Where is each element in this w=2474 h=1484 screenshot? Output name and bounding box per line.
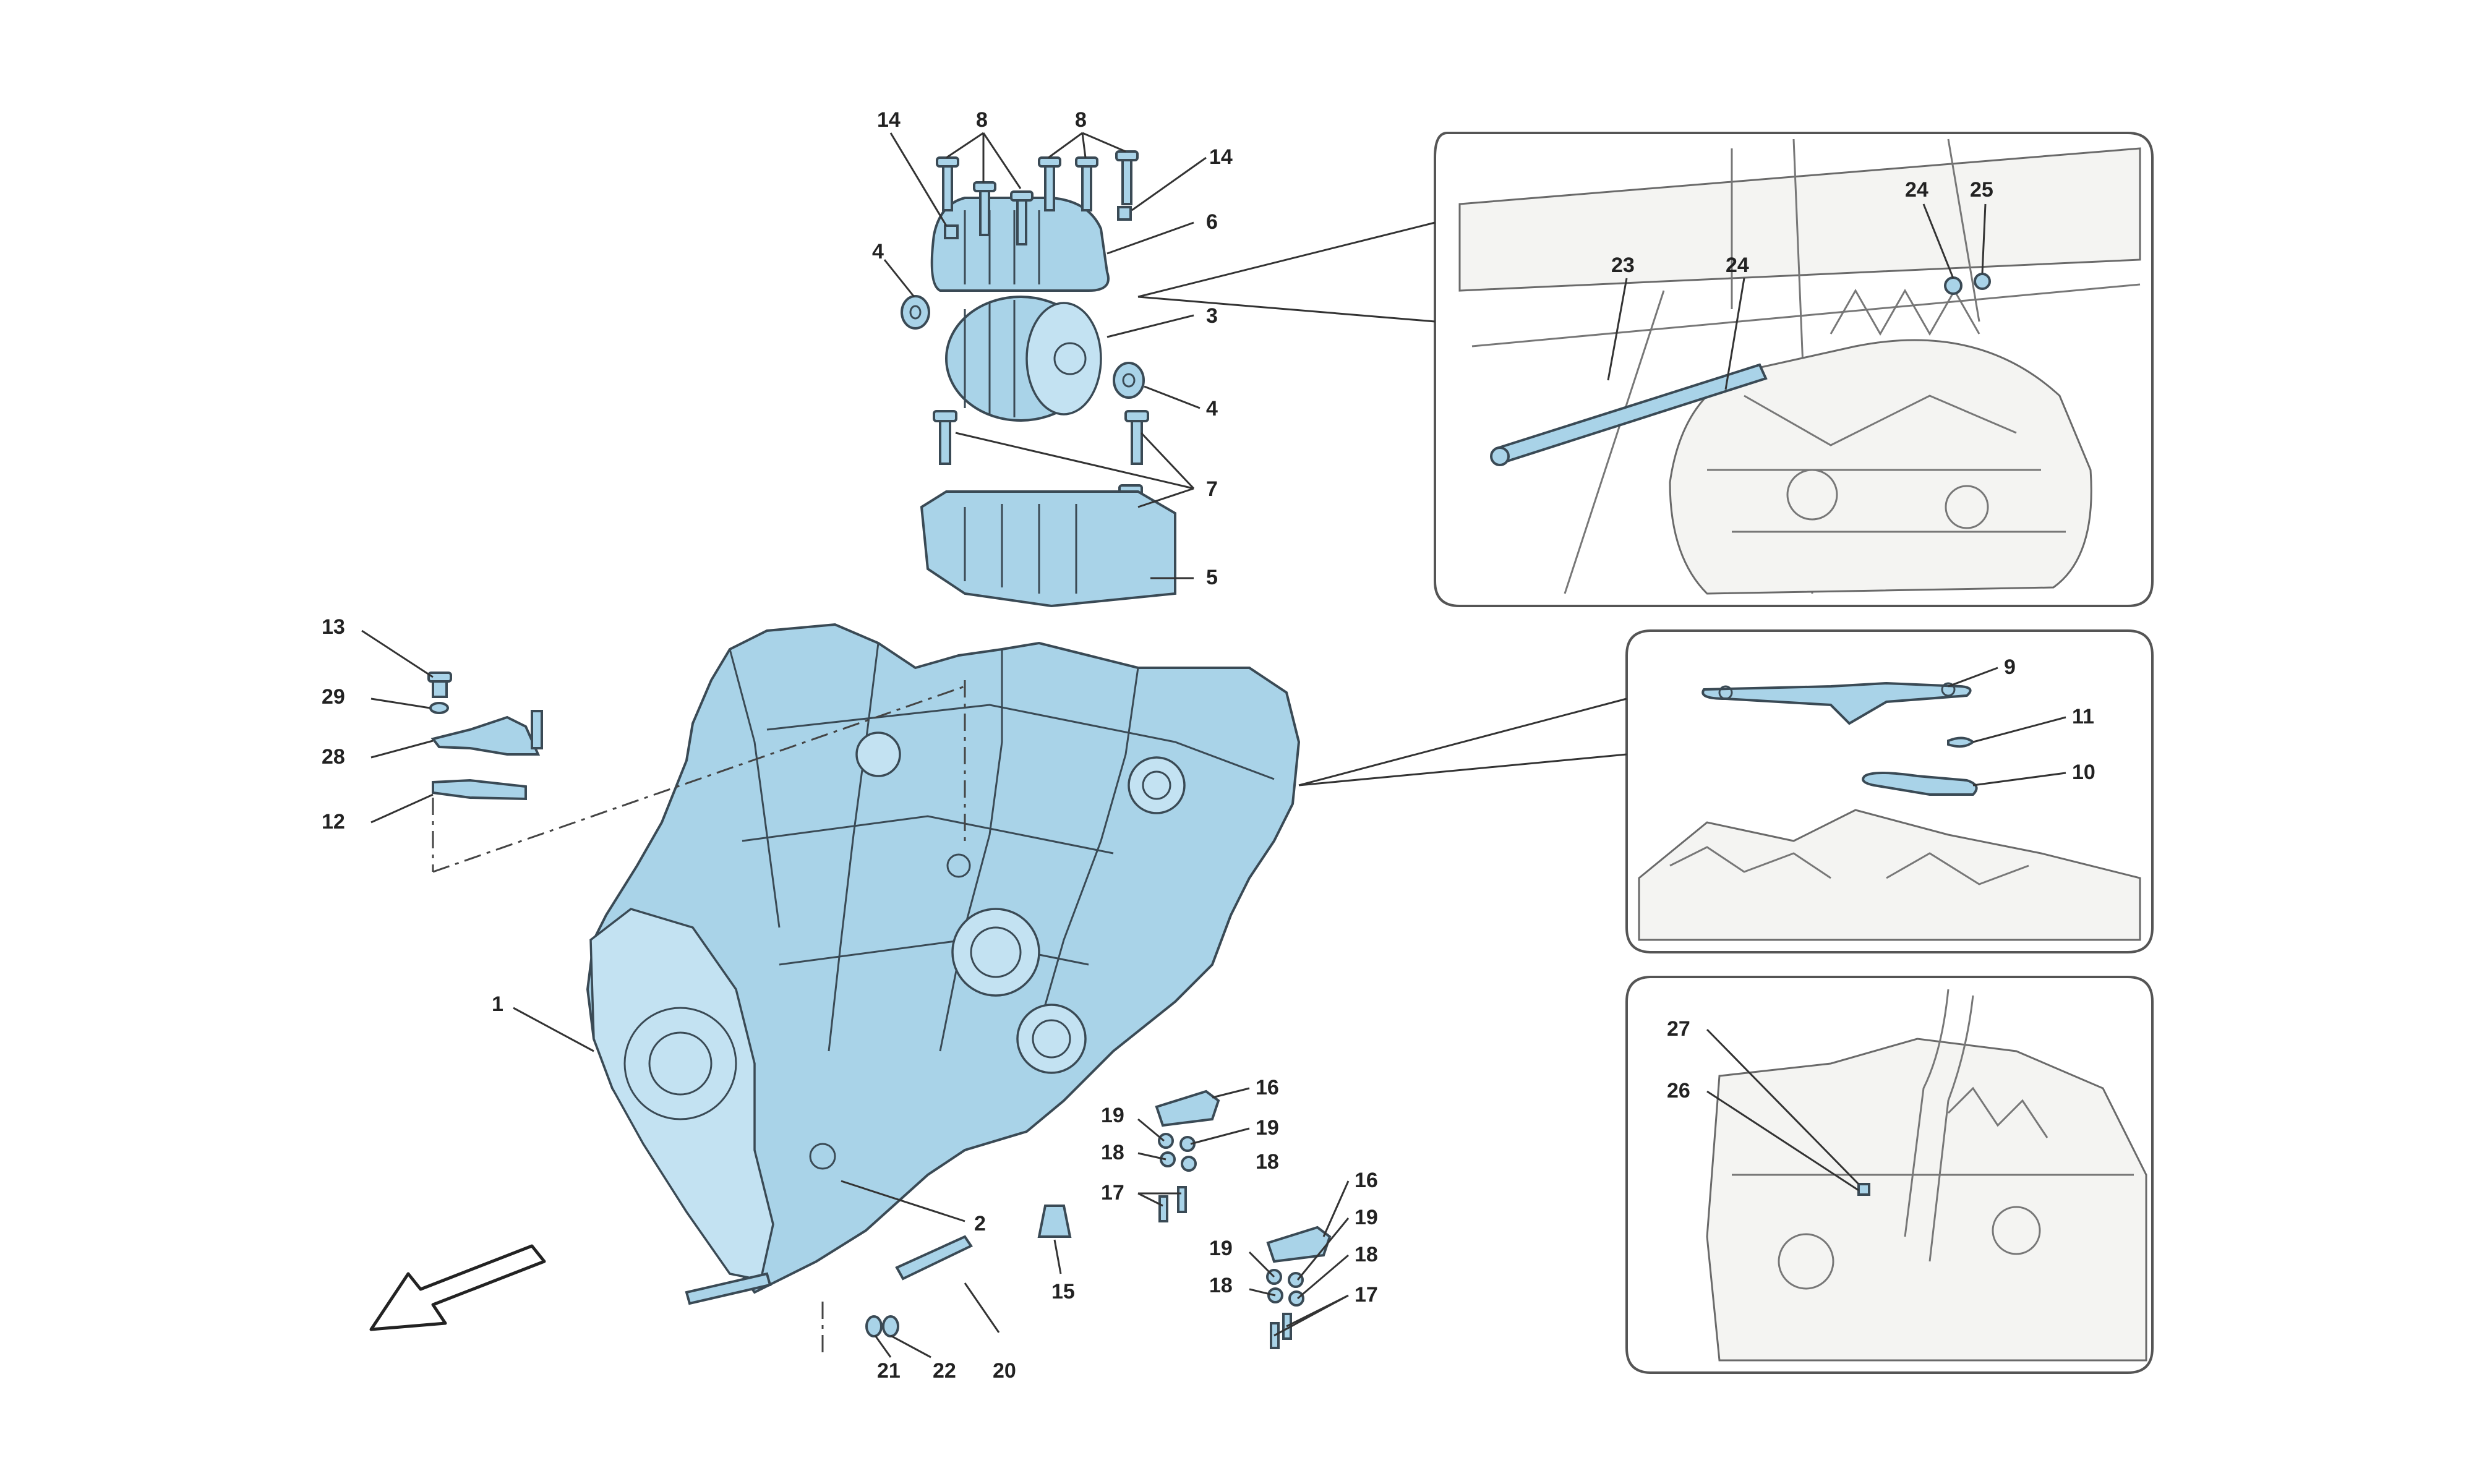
callout-4: 4 bbox=[1206, 397, 1218, 420]
callout-7: 7 bbox=[1206, 477, 1218, 501]
callout-8: 8 bbox=[976, 108, 988, 132]
callout-24: 24 bbox=[1905, 178, 1928, 202]
callout-16: 16 bbox=[1256, 1076, 1279, 1099]
callout-21: 21 bbox=[877, 1359, 901, 1383]
callout-28: 28 bbox=[322, 745, 345, 769]
inset-leader-middle bbox=[1298, 697, 1627, 787]
callout-10: 10 bbox=[2072, 761, 2095, 784]
lower-small-parts-20-22 bbox=[865, 1315, 899, 1337]
callout-20: 20 bbox=[993, 1359, 1016, 1383]
callout-14: 14 bbox=[877, 108, 901, 132]
bolts-8 bbox=[936, 150, 1139, 245]
callout-9: 9 bbox=[2004, 655, 2016, 679]
callout-6: 6 bbox=[1206, 210, 1218, 234]
callout-8: 8 bbox=[1075, 108, 1087, 132]
callout-19: 19 bbox=[1209, 1237, 1233, 1260]
inset-upper-right bbox=[1434, 132, 2154, 607]
callout-27: 27 bbox=[1667, 1017, 1690, 1041]
lower-right-brackets bbox=[1037, 1090, 1332, 1349]
callout-26: 26 bbox=[1667, 1079, 1690, 1102]
callout-25: 25 bbox=[1970, 178, 1993, 202]
gearbox-housing bbox=[586, 623, 1301, 1305]
direction-arrow-icon bbox=[369, 1244, 546, 1331]
callout-23: 23 bbox=[1611, 254, 1635, 277]
left-bracket-parts bbox=[427, 672, 543, 801]
callout-29: 29 bbox=[322, 685, 345, 709]
gear-3 bbox=[945, 296, 1102, 422]
inset-leader-top bbox=[1137, 221, 1436, 323]
callout-14: 14 bbox=[1209, 145, 1233, 169]
lower-cover-5 bbox=[920, 490, 1176, 608]
alignment-line-left bbox=[432, 685, 965, 873]
callout-13: 13 bbox=[322, 615, 345, 639]
callout-1: 1 bbox=[492, 992, 503, 1016]
callout-22: 22 bbox=[933, 1359, 956, 1383]
callout-leaders bbox=[361, 132, 2066, 1358]
callout-17: 17 bbox=[1101, 1181, 1124, 1205]
callout-4: 4 bbox=[872, 240, 884, 263]
callout-15: 15 bbox=[1051, 1280, 1075, 1303]
callout-17: 17 bbox=[1355, 1283, 1378, 1307]
inset-middle-right bbox=[1625, 629, 2154, 953]
callout-24: 24 bbox=[1726, 254, 1749, 277]
callout-11: 11 bbox=[2072, 705, 2094, 728]
washers-4 bbox=[901, 295, 1145, 399]
callout-18: 18 bbox=[1209, 1274, 1233, 1297]
callout-3: 3 bbox=[1206, 304, 1218, 328]
callout-19: 19 bbox=[1101, 1104, 1124, 1127]
callout-12: 12 bbox=[322, 810, 345, 834]
callout-5: 5 bbox=[1206, 566, 1218, 589]
callout-18: 18 bbox=[1256, 1150, 1279, 1174]
callout-18: 18 bbox=[1101, 1141, 1124, 1164]
callout-19: 19 bbox=[1256, 1116, 1279, 1140]
callout-labels: 14 8 8 14 4 6 3 4 7 5 13 29 28 12 1 2 15… bbox=[322, 108, 2095, 1383]
inset-lower-right bbox=[1625, 976, 2154, 1374]
callout-16: 16 bbox=[1355, 1169, 1378, 1192]
callout-2: 2 bbox=[974, 1212, 986, 1235]
callout-19: 19 bbox=[1355, 1206, 1378, 1229]
callout-18: 18 bbox=[1355, 1243, 1378, 1266]
